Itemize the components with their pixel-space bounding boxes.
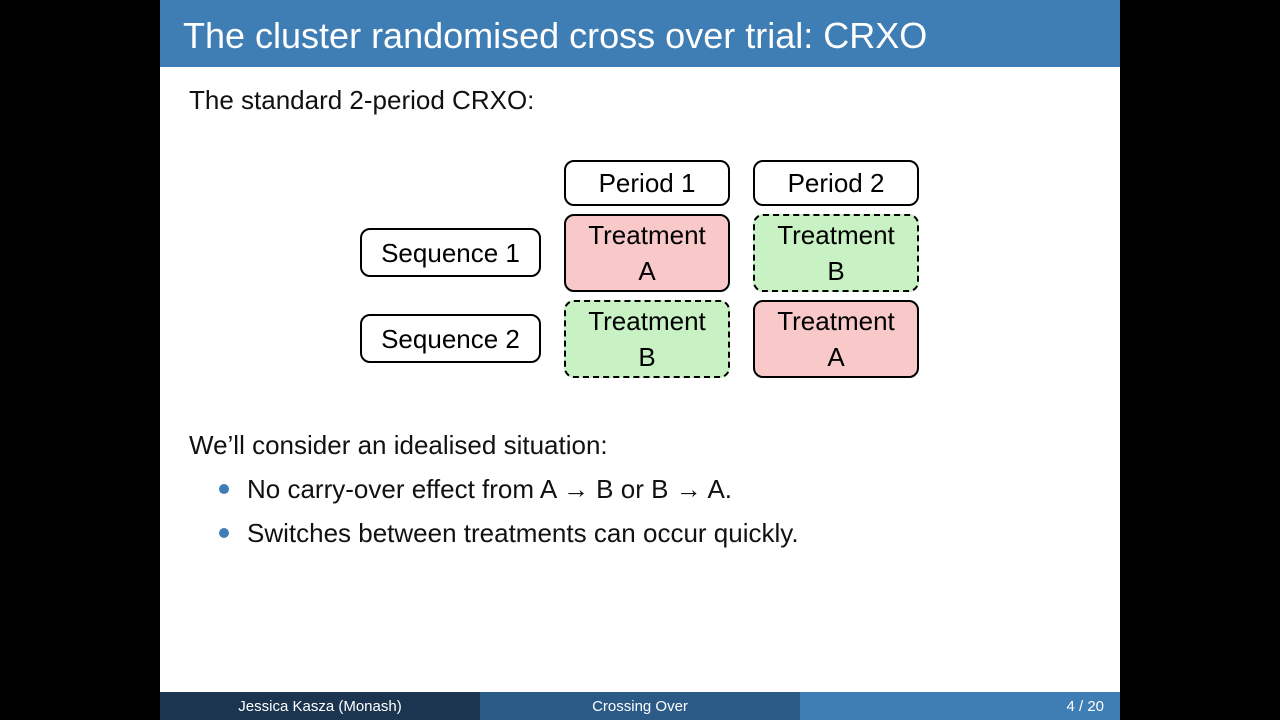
period-1-header: Period 1 [564,160,730,206]
bullet-text: Switches between treatments can occur qu… [247,518,799,548]
bullet-dot-icon [219,528,229,538]
sequence-1-label: Sequence 1 [360,228,541,277]
cell-seq2-period2: Treatment A [753,300,919,378]
bullet-text: No carry-over effect from A → B or B → A… [247,474,733,504]
period-2-header: Period 2 [753,160,919,206]
cell-seq1-period1: Treatment A [564,214,730,292]
footer-short-title: Crossing Over [480,692,800,720]
title-bar: The cluster randomised cross over trial:… [160,0,1120,67]
footer: Jessica Kasza (Monash) Crossing Over 4 /… [160,692,1120,720]
footer-author: Jessica Kasza (Monash) [160,692,480,720]
slide: The cluster randomised cross over trial:… [160,0,1120,720]
intro-text: The standard 2-period CRXO: [189,85,535,115]
cell-seq2-period1: Treatment B [564,300,730,378]
cell-seq1-period2: Treatment B [753,214,919,292]
sequence-2-label: Sequence 2 [360,314,541,363]
lead-text: We’ll consider an idealised situation: [189,430,608,460]
footer-page-number: 4 / 20 [800,692,1120,720]
slide-title: The cluster randomised cross over trial:… [183,15,928,56]
bullet-dot-icon [219,484,229,494]
